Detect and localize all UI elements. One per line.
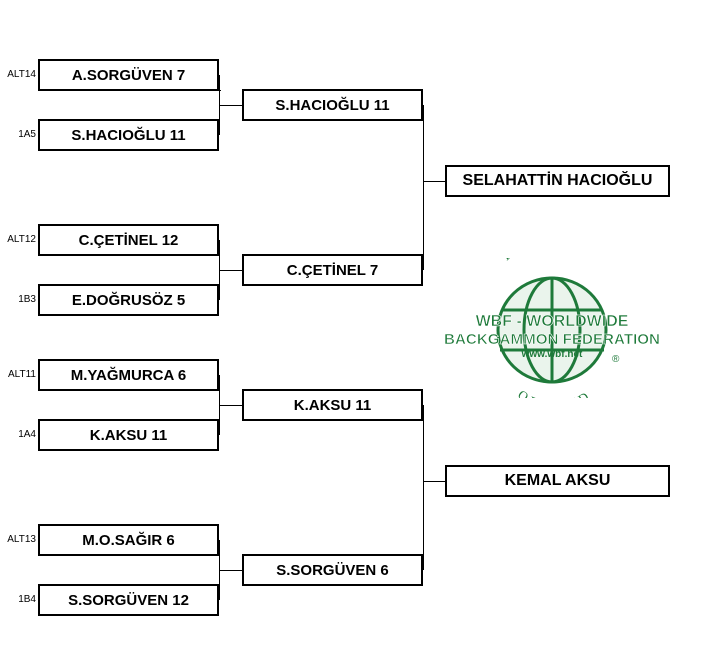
logo-url: www.wbf.net — [521, 349, 583, 360]
match-slot-round2: C.ÇETİNEL 7 — [242, 254, 423, 286]
seed-label: ALT14 — [7, 69, 36, 80]
match-slot-round1: S.SORGÜVEN 12 — [38, 584, 219, 616]
match-slot-round1: S.HACIOĞLU 11 — [38, 119, 219, 151]
finalist-slot: SELAHATTİN HACIOĞLU — [445, 165, 670, 197]
match-slot-round1: A.SORGÜVEN 7 — [38, 59, 219, 91]
connector-line — [423, 405, 424, 570]
connector-line — [219, 270, 242, 271]
wbf-logo: THE SPORT WBF - WORLDWIDE BACKGAMMON FED… — [440, 258, 665, 398]
connector-line — [219, 90, 221, 91]
match-slot-round1: M.O.SAĞIR 6 — [38, 524, 219, 556]
seed-label: ALT12 — [7, 234, 36, 245]
connector-line — [423, 181, 445, 182]
match-slot-round1: K.AKSU 11 — [38, 419, 219, 451]
logo-line1: WBF - WORLDWIDE — [476, 313, 629, 330]
seed-label: 1B4 — [18, 594, 36, 605]
finalist-slot: KEMAL AKSU — [445, 465, 670, 497]
registered-mark: ® — [612, 354, 620, 365]
match-slot-round1: C.ÇETİNEL 12 — [38, 224, 219, 256]
match-slot-round2: S.HACIOĞLU 11 — [242, 89, 423, 121]
globe-icon — [496, 276, 608, 384]
seed-label: ALT13 — [7, 534, 36, 545]
match-slot-round2: K.AKSU 11 — [242, 389, 423, 421]
connector-line — [219, 405, 242, 406]
seed-label: 1A5 — [18, 129, 36, 140]
connector-line — [219, 570, 242, 571]
logo-top-text: THE SPORT — [497, 258, 606, 264]
seed-label: 1B3 — [18, 294, 36, 305]
connector-line — [423, 481, 445, 482]
match-slot-round2: S.SORGÜVEN 6 — [242, 554, 423, 586]
logo-line2: BACKGAMMON FEDERATION — [444, 331, 660, 348]
seed-label: 1A4 — [18, 429, 36, 440]
match-slot-round1: E.DOĞRUSÖZ 5 — [38, 284, 219, 316]
connector-line — [423, 105, 424, 270]
seed-label: ALT11 — [8, 369, 36, 380]
connector-line — [219, 105, 242, 106]
match-slot-round1: M.YAĞMURCA 6 — [38, 359, 219, 391]
logo-bottom-text: OF MIND — [515, 387, 595, 398]
